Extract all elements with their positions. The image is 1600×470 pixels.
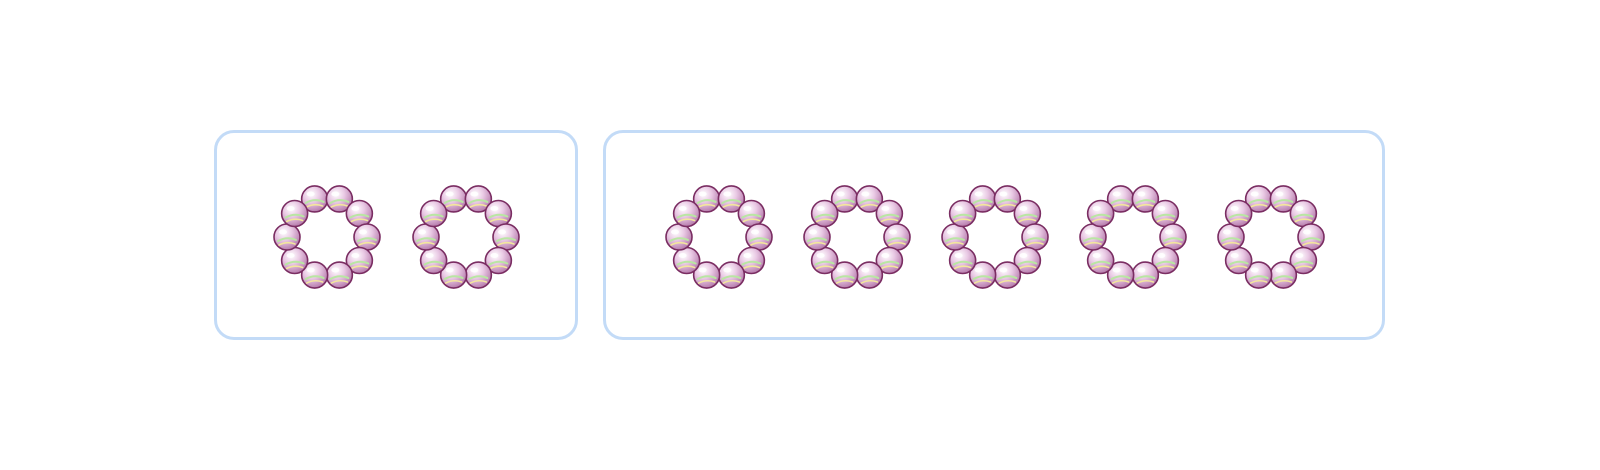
bead	[412, 223, 440, 251]
bead	[993, 261, 1022, 289]
bead	[672, 199, 701, 228]
bead	[1244, 185, 1273, 213]
bead	[1224, 199, 1253, 228]
bead	[948, 199, 977, 228]
bead	[855, 185, 884, 213]
bead	[1086, 199, 1115, 228]
bead	[1013, 246, 1042, 275]
bead	[492, 223, 520, 251]
bead	[968, 261, 997, 289]
bead	[1289, 246, 1318, 275]
bead	[810, 199, 839, 228]
bead	[464, 261, 493, 289]
bead	[855, 261, 884, 289]
group-box-right	[603, 130, 1385, 340]
bead	[1131, 185, 1160, 213]
bead	[1244, 261, 1273, 289]
bead-ring-right-group-5	[1217, 185, 1325, 289]
bead	[717, 261, 746, 289]
bead	[875, 246, 904, 275]
bead	[484, 199, 513, 228]
bead	[1013, 199, 1042, 228]
bead	[737, 199, 766, 228]
bead-ring-right-group-4	[1079, 185, 1187, 289]
bead	[875, 199, 904, 228]
bead	[300, 261, 329, 289]
group-box-left	[214, 130, 578, 340]
bead	[1151, 246, 1180, 275]
bead	[1131, 261, 1160, 289]
bead	[484, 246, 513, 275]
bead	[325, 185, 354, 213]
bead	[1079, 223, 1107, 251]
bead-ring-right-group-2	[803, 185, 911, 289]
bead	[1269, 185, 1298, 213]
bead	[830, 261, 859, 289]
bead	[672, 246, 701, 275]
bead	[419, 246, 448, 275]
bead	[1159, 223, 1187, 251]
bead	[273, 223, 301, 251]
bead	[439, 261, 468, 289]
bead	[692, 261, 721, 289]
bead	[737, 246, 766, 275]
bead	[993, 185, 1022, 213]
bead	[1289, 199, 1318, 228]
bead	[419, 199, 448, 228]
bead	[745, 223, 773, 251]
bead	[1021, 223, 1049, 251]
bead	[803, 223, 831, 251]
bead-ring-left-group-2	[412, 185, 520, 289]
bead	[810, 246, 839, 275]
bead	[1106, 185, 1135, 213]
bead	[665, 223, 693, 251]
bead	[1297, 223, 1325, 251]
bead	[1106, 261, 1135, 289]
bead-ring-right-group-1	[665, 185, 773, 289]
bead	[1086, 246, 1115, 275]
bead	[941, 223, 969, 251]
bead	[1217, 223, 1245, 251]
bead	[345, 199, 374, 228]
bead	[325, 261, 354, 289]
bead-ring-left-group-1	[273, 185, 381, 289]
bead	[948, 246, 977, 275]
bead	[464, 185, 493, 213]
bead	[280, 199, 309, 228]
bead	[1224, 246, 1253, 275]
bead	[280, 246, 309, 275]
bead	[883, 223, 911, 251]
bead-ring-right-group-3	[941, 185, 1049, 289]
bead	[353, 223, 381, 251]
bead	[1269, 261, 1298, 289]
bead	[1151, 199, 1180, 228]
bead	[345, 246, 374, 275]
bead	[717, 185, 746, 213]
